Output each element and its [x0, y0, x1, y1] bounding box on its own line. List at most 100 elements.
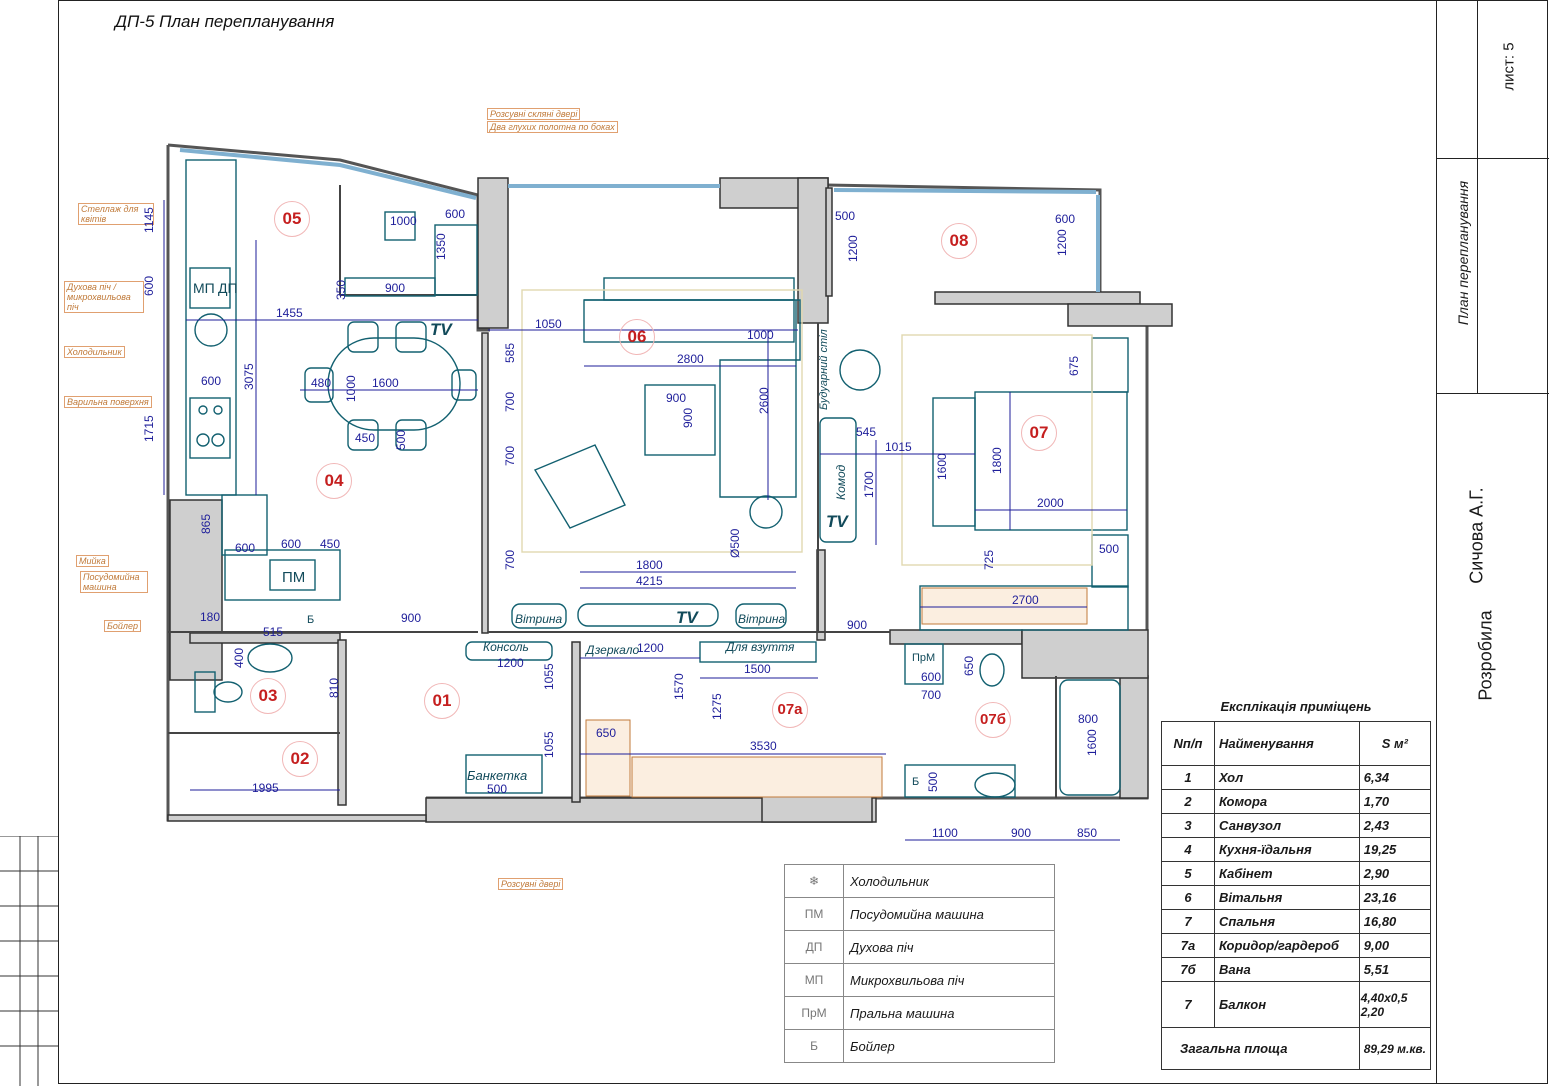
cell-name: Кухня-їдальня — [1214, 837, 1360, 862]
legend-label: Посудомийна машина — [843, 897, 1055, 931]
dimension-label: 2800 — [677, 352, 704, 366]
cell-name: Коридор/гардероб — [1214, 933, 1360, 958]
dimension-label: 700 — [503, 549, 517, 570]
cell-area: 19,25 — [1358, 837, 1432, 862]
cell-number: 6 — [1161, 885, 1215, 910]
dimension-label: 500 — [1099, 542, 1120, 556]
dimension-label: 1715 — [142, 415, 156, 442]
title-block-divider — [1437, 393, 1549, 394]
dimension-label: 585 — [503, 342, 517, 363]
column-header: Nп/п — [1161, 721, 1215, 766]
dimension-label: 600 — [142, 275, 156, 296]
author-name: Сичова А.Г. — [1466, 487, 1487, 584]
dimension-label: 500 — [487, 782, 508, 796]
dimension-label: 600 — [1055, 212, 1076, 226]
table-row: 7 Спальня 16,80 — [1161, 909, 1432, 934]
explication-title: Експлікація приміщень — [1220, 699, 1372, 714]
dimension-label: 1455 — [276, 306, 303, 320]
dimension-label: 1000 — [344, 375, 358, 402]
dimension-label: 1800 — [990, 447, 1004, 474]
note-sliding-glass: Розсувні скляні двері — [487, 108, 581, 120]
cell-area: 4,40x0,5 2,20 — [1358, 981, 1432, 1028]
dimension-label: 1275 — [710, 693, 724, 720]
table-row: 1 Хол 6,34 — [1161, 765, 1432, 790]
dimension-label: 500 — [835, 209, 856, 223]
dimension-label: 180 — [200, 610, 221, 624]
dimension-label: 4215 — [636, 574, 663, 588]
dimension-label: 1995 — [252, 781, 279, 795]
dimension-label: 600 — [445, 207, 466, 221]
dimension-label: 900 — [401, 611, 422, 625]
dimension-label: 700 — [503, 445, 517, 466]
table-total-row: Загальна площа 89,29 м.кв. — [1161, 1027, 1432, 1070]
cell-number: 7а — [1161, 933, 1215, 958]
cell-name: Вітальня — [1214, 885, 1360, 910]
cell-name: Комора — [1214, 789, 1360, 814]
note-sink: Мийка — [76, 555, 109, 567]
cell-name: Санвузол — [1214, 813, 1360, 838]
room-number: 02 — [282, 741, 318, 777]
table-row: 7б Вана 5,51 — [1161, 957, 1432, 982]
dimension-label: 1200 — [1055, 229, 1069, 256]
showcase-label: Вітрина — [515, 612, 563, 626]
dimension-label: 480 — [311, 376, 332, 390]
cell-area: 5,51 — [1358, 957, 1432, 982]
dimension-label: 3075 — [242, 363, 256, 390]
author-label: Розробила — [1475, 610, 1496, 701]
cell-name: Кабінет — [1214, 861, 1360, 886]
cell-area: 2,90 — [1358, 861, 1432, 886]
dimension-label: 850 — [1077, 826, 1098, 840]
dishwasher-icon: ПМ — [784, 897, 844, 931]
table-row: 2 Комора 1,70 — [1161, 789, 1432, 814]
oven-label: ДП — [218, 280, 238, 296]
dimension-label: 1800 — [636, 558, 663, 572]
dimension-label: 700 — [503, 391, 517, 412]
legend-label: Духова піч — [843, 930, 1055, 964]
table-row: 4 Кухня-їдальня 19,25 — [1161, 837, 1432, 862]
dimension-label: 725 — [982, 549, 996, 570]
sheet-number: лист: 5 — [1500, 42, 1518, 91]
dimension-label: 1600 — [935, 453, 949, 480]
room-number: 05 — [274, 201, 310, 237]
dimension-label: 500 — [394, 429, 408, 450]
dimension-label: 1000 — [390, 214, 417, 228]
cell-name: Хол — [1214, 765, 1360, 790]
dimension-label: 600 — [235, 541, 256, 555]
room-number: 03 — [250, 678, 286, 714]
table-row: 5 Кабінет 2,90 — [1161, 861, 1432, 886]
microwave-icon: МП — [784, 963, 844, 997]
cell-number: 4 — [1161, 837, 1215, 862]
dimension-label: 400 — [232, 647, 246, 668]
dimension-label: 515 — [263, 625, 284, 639]
title-block-divider — [1437, 158, 1549, 159]
legend-row: ❄Холодильник — [784, 864, 1055, 898]
microwave-label: МП — [193, 280, 215, 296]
mirror-label: Дзеркало — [586, 643, 640, 657]
legend-label: Микрохвильова піч — [843, 963, 1055, 997]
boiler-label: Б — [912, 776, 920, 788]
legend-label: Пральна машина — [843, 996, 1055, 1030]
dimension-label: 1350 — [434, 233, 448, 260]
sheet-title: ДП-5 План перепланування — [115, 12, 335, 31]
cell-number: 7 — [1161, 981, 1215, 1028]
dimension-label: 1055 — [542, 663, 556, 690]
dimension-label: Ø500 — [728, 528, 742, 558]
floor-plan — [163, 143, 1173, 841]
explication-table: Nп/п Найменування S м² 1 Хол 6,34 2 Комо… — [1161, 721, 1432, 1070]
dimension-label: 650 — [596, 726, 617, 740]
table-row: 3 Санвузол 2,43 — [1161, 813, 1432, 838]
note-boiler: Бойлер — [104, 620, 141, 632]
dimension-label: 1600 — [372, 376, 399, 390]
dimension-label: 600 — [921, 670, 942, 684]
dimension-label: 1200 — [497, 656, 524, 670]
note-fridge: Холодильник — [64, 346, 125, 358]
dimension-label: 1145 — [142, 207, 156, 233]
boudoir-label: Будуарний стіл — [818, 329, 830, 410]
cell-area: 16,80 — [1358, 909, 1432, 934]
cell-number: 2 — [1161, 789, 1215, 814]
dimension-label: 1200 — [637, 641, 664, 655]
note-shelf-flowers: Стеллаж для квітів — [78, 203, 154, 225]
